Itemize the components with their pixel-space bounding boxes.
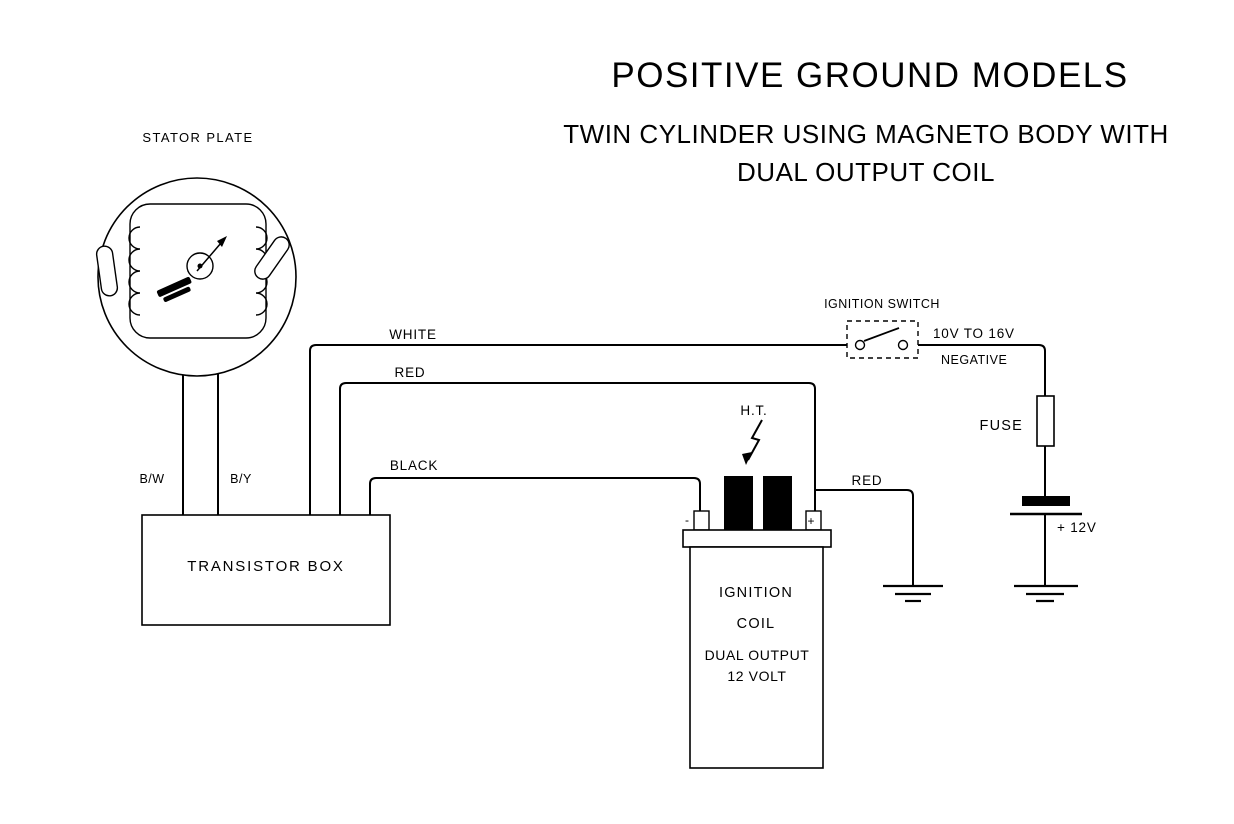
wires [182, 344, 1046, 586]
page-subtitle-line2: DUAL OUTPUT COIL [737, 157, 995, 187]
battery-label: + 12V [1057, 520, 1097, 535]
wire-black [369, 477, 701, 515]
wire-white-switch-to-fuse [908, 344, 1046, 396]
switch-contact-right [897, 339, 909, 351]
terminal-positive-sign: + [807, 514, 814, 528]
ignition-switch-label: IGNITION SWITCH [824, 297, 940, 311]
page-subtitle-line1: TWIN CYLINDER USING MAGNETO BODY WITH [563, 119, 1168, 149]
stator-slot-right [254, 236, 290, 280]
bolt-zigzag [747, 419, 763, 461]
ground-symbol-coil [883, 584, 943, 603]
negative-label: NEGATIVE [941, 353, 1007, 367]
switch-contact-left [854, 339, 866, 351]
stator-needle-tip [217, 236, 227, 247]
stator-plate [95, 177, 297, 377]
stator-needle [196, 242, 222, 272]
ignition-switch-box [846, 320, 919, 359]
bolt-arrowhead [742, 452, 752, 465]
switch-blade [863, 327, 900, 342]
stator-plate-label: STATOR PLATE [142, 130, 253, 145]
lightning-bolt-icon [742, 419, 763, 465]
fuse-label: FUSE [980, 418, 1023, 434]
logo-stripe-1 [156, 277, 192, 297]
stator-logo-mark [156, 277, 192, 302]
wire-red-to-ground [815, 489, 914, 586]
stator-slot-left [95, 245, 119, 297]
fuse-body [1036, 395, 1055, 447]
wire-white [309, 344, 855, 515]
coil-name-line2: COIL [737, 616, 776, 632]
wire-red-ground-label: RED [852, 473, 883, 488]
wire-red [339, 382, 816, 515]
coil-body [689, 546, 824, 769]
stator-coil-left [128, 226, 141, 316]
coil-spec-line1: DUAL OUTPUT [705, 647, 810, 663]
battery-plate-thick [1022, 496, 1070, 506]
logo-stripe-2 [163, 286, 191, 302]
coil-spec-line2: 12 VOLT [727, 668, 786, 684]
wire-red-label: RED [395, 365, 426, 380]
transistor-box-label: TRANSISTOR BOX [187, 558, 344, 575]
ht-label: H.T. [740, 403, 767, 418]
ignition-coil [682, 476, 832, 769]
coil-cap [682, 529, 832, 548]
ground-symbol-battery [1014, 584, 1078, 603]
ht-tower-right [763, 476, 792, 530]
wire-white-label: WHITE [389, 327, 437, 342]
stator-hub-center [197, 263, 203, 269]
coil-terminal-negative [693, 510, 710, 531]
ht-tower-left [724, 476, 753, 530]
wire-black-label: BLACK [390, 458, 438, 473]
transistor-box [141, 514, 391, 626]
battery [1010, 496, 1082, 516]
wire-by-label: B/Y [230, 472, 252, 486]
terminal-negative-sign: - [685, 513, 689, 527]
page-title: POSITIVE GROUND MODELS [611, 56, 1128, 95]
wire-bw-label: B/W [139, 472, 164, 486]
coil-name-line1: IGNITION [719, 585, 793, 601]
ignition-switch [846, 320, 919, 359]
voltage-range-label: 10V TO 16V [933, 326, 1015, 341]
